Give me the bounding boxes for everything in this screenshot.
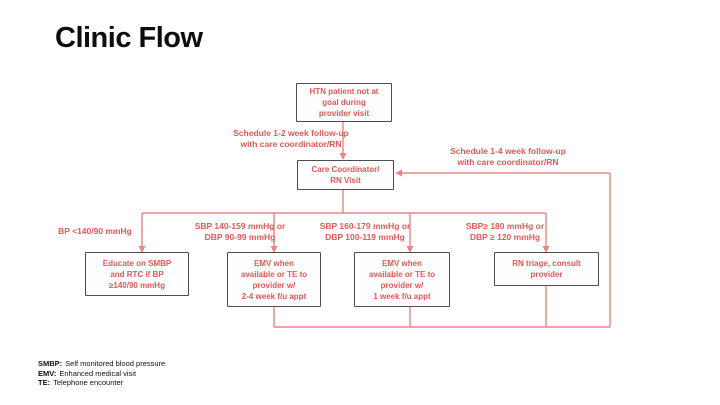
node-text-line: provider <box>530 270 563 279</box>
node-rn-triage: RN triage, consult provider <box>494 252 599 286</box>
label-bp-normal: BP <140/90 mmHg <box>58 226 132 236</box>
node-text-line: provider w/ <box>252 280 296 290</box>
node-text-line: goal during <box>322 98 366 107</box>
label-followup-1-2: Schedule 1-2 week follow-up with care co… <box>233 128 349 149</box>
node-emv-2-4-week: EMV when available or TE to provider w/ … <box>227 252 321 307</box>
legend-item-smbp: SMBP:Self monitored blood pressure <box>38 359 165 369</box>
legend-text: Enhanced medical visit <box>59 368 137 378</box>
label-bp-stage2: SBP 160-179 mmHg or DBP 100-119 mmHg <box>319 221 411 242</box>
node-text-line: RN Visit <box>330 176 361 185</box>
node-text-line: Care Coordinator/ <box>311 165 380 174</box>
label-bp-stage1: SBP 140-159 mmHg or DBP 90-99 mmHg <box>194 221 286 242</box>
node-text-line: provider w/ <box>380 280 424 290</box>
node-text-line: and RTC if BP <box>110 269 164 279</box>
node-text-line: Educate on SMBP <box>102 258 172 268</box>
node-text-line: available or TE to <box>240 269 308 279</box>
node-care-coordinator: Care Coordinator/ RN Visit <box>297 160 394 190</box>
legend: SMBP:Self monitored blood pressure EMV:E… <box>38 359 165 388</box>
node-htn-patient: HTN patient not at goal during provider … <box>296 83 392 122</box>
node-text-line: provider visit <box>318 109 370 118</box>
node-text-line: 1 week f/u appt <box>373 291 431 301</box>
node-text-line: ≥140/90 mmHg <box>109 280 165 290</box>
legend-item-emv: EMV:Enhanced medical visit <box>38 369 165 379</box>
legend-abbr: TE: <box>38 378 51 387</box>
legend-text: Telephone encounter <box>53 378 124 387</box>
label-bp-crisis: SBP≥ 180 mmHg or DBP ≥ 120 mmHg <box>465 221 545 242</box>
page-title: Clinic Flow <box>55 22 203 54</box>
label-followup-1-4: Schedule 1-4 week follow-up with care co… <box>450 146 566 167</box>
node-text-line: RN triage, consult <box>512 259 581 268</box>
node-text-line: HTN patient not at <box>309 87 379 96</box>
legend-abbr: SMBP: <box>38 359 63 368</box>
legend-abbr: EMV: <box>38 368 57 378</box>
legend-item-te: TE:Telephone encounter <box>38 378 165 388</box>
node-text-line: EMV when <box>253 258 294 268</box>
node-text-line: available or TE to <box>368 269 436 279</box>
legend-text: Self monitored blood pressure <box>65 359 166 368</box>
node-emv-1-week: EMV when available or TE to provider w/ … <box>354 252 450 307</box>
node-educate-smbp: Educate on SMBP and RTC if BP ≥140/90 mm… <box>85 252 189 296</box>
node-text-line: EMV when <box>381 258 422 268</box>
node-text-line: 2-4 week f/u appt <box>241 291 307 301</box>
